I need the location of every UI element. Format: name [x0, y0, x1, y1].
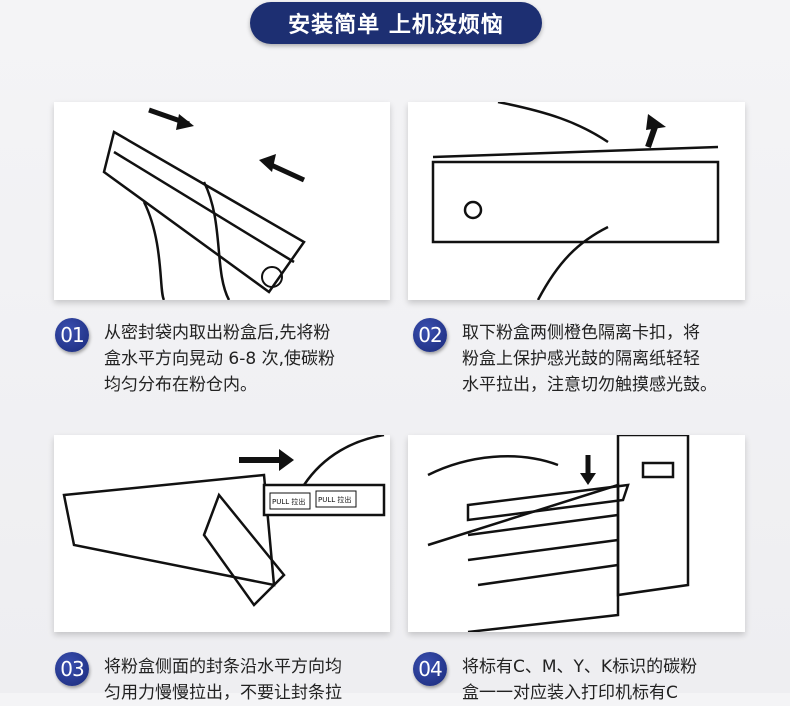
step-3-text: 将粉盒侧面的封条沿水平方向均匀用力慢慢拉出，不要让封条拉 [104, 657, 342, 703]
step-4-illustration [408, 435, 745, 632]
step-badge-04: 04 [413, 652, 447, 686]
step-3-illustration: PULL 拉出 PULL 拉出 [54, 435, 390, 632]
step-1-illustration [54, 102, 390, 300]
pull-tab-label: PULL 拉出 [318, 495, 351, 504]
page-title: 安装简单 上机没烦恼 [250, 2, 542, 44]
step-1-text: 从密封袋内取出粉盒后,先将粉盒水平方向晃动 6-8 次,使碳粉均匀分布在粉仓内。 [104, 323, 335, 395]
pull-tab-label: PULL 拉出 [272, 497, 305, 506]
step-2-illustration [408, 102, 745, 300]
step-4-text: 将标有C、M、Y、K标识的碳粉盒一一对应装入打印机标有C [462, 657, 698, 703]
step-badge-03: 03 [55, 652, 89, 686]
step-badge-02: 02 [413, 318, 447, 352]
step-2-text: 取下粉盒两侧橙色隔离卡扣，将粉盒上保护感光鼓的隔离纸轻轻水平拉出，注意切勿触摸感… [462, 323, 717, 395]
step-badge-01: 01 [55, 318, 89, 352]
